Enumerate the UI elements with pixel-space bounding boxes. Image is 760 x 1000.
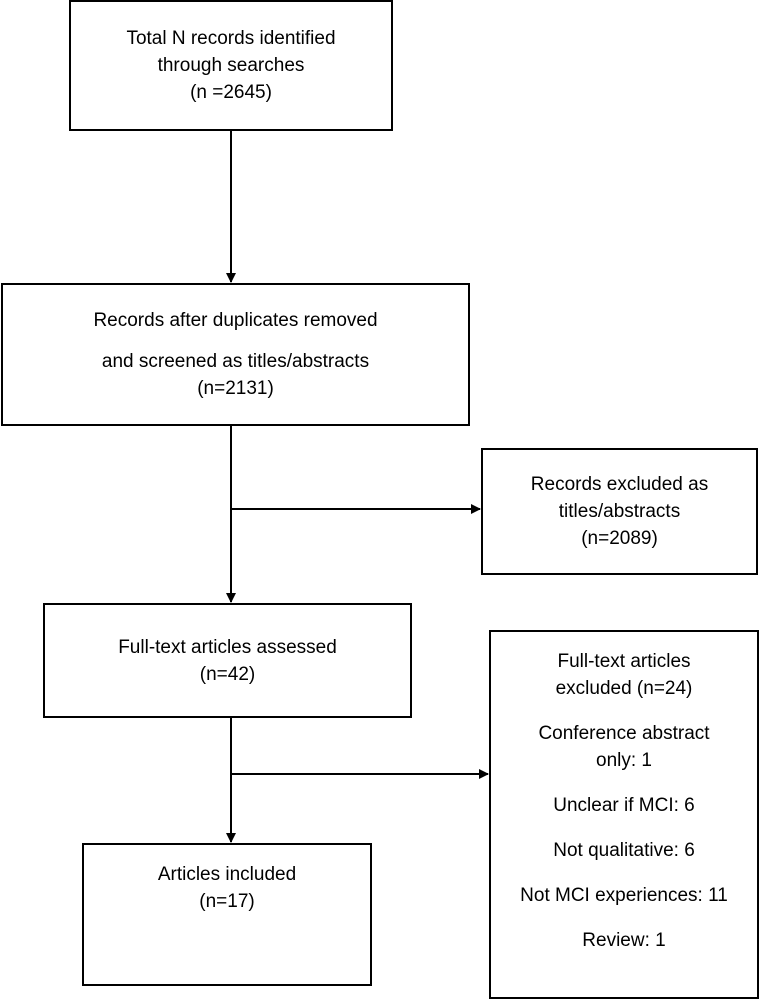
node-text: excluded (n=24) [555, 678, 693, 699]
node-fulltext-excluded: Full-text articles excluded (n=24) Confe… [489, 630, 759, 999]
node-fulltext-assessed: Full-text articles assessed (n=42) [43, 603, 412, 718]
exclusion-reason: Not MCI experiences: 11 [520, 885, 728, 906]
exclusion-reason: Not qualitative: 6 [553, 840, 695, 861]
exclusion-reason: only: 1 [596, 750, 652, 771]
node-text: and screened as titles/abstracts [101, 351, 370, 372]
node-count: (n =2645) [190, 82, 272, 103]
exclusion-reason: Conference abstract [538, 723, 710, 744]
exclusion-reason: Review: 1 [582, 930, 666, 951]
node-text: titles/abstracts [558, 501, 681, 522]
node-text: Full-text articles assessed [118, 636, 337, 658]
node-text: Records after duplicates removed [93, 310, 378, 331]
node-text: Articles included [157, 864, 297, 885]
node-records-excluded: Records excluded as titles/abstracts (n=… [481, 448, 758, 575]
node-text: Records excluded as [530, 474, 709, 495]
node-count: (n=2131) [197, 378, 274, 399]
node-records-identified: Total N records identified through searc… [69, 0, 393, 131]
node-records-screened: Records after duplicates removed and scr… [1, 283, 470, 426]
node-text: Total N records identified [126, 28, 336, 49]
node-count: (n=2089) [581, 528, 658, 549]
node-count: (n=42) [199, 663, 256, 685]
node-articles-included: Articles included (n=17) [82, 843, 372, 986]
node-text: Full-text articles [557, 651, 691, 672]
exclusion-reason: Unclear if MCI: 6 [553, 795, 695, 816]
node-text: through searches [157, 55, 305, 76]
node-count: (n=17) [199, 891, 255, 912]
